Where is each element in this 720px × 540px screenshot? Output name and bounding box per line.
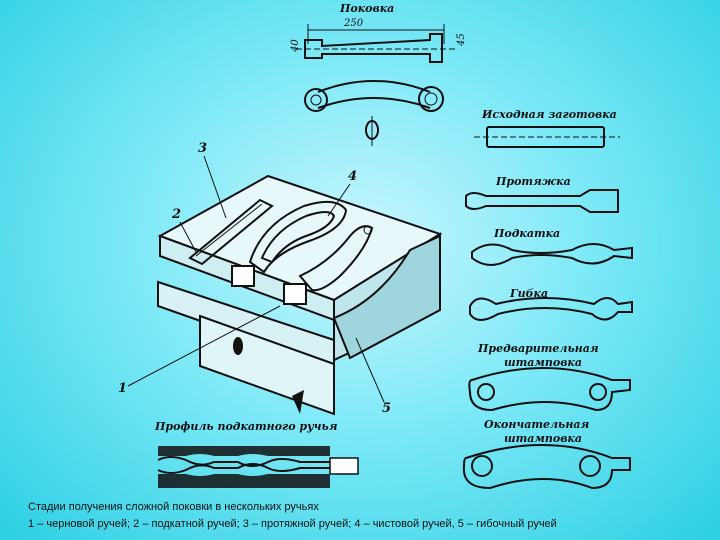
profile-upper-hatch [158,446,330,456]
stage-rolling-label: Подкатка [493,227,560,240]
profile-lower-hatch [158,474,330,488]
groove-dot [363,225,373,235]
stages-column: Исходная заготовка Протяжка Подкатка Гиб… [462,108,633,490]
die-key-hole [233,337,243,355]
groove-finish-outer [248,200,348,274]
callouts: 3 2 4 1 5 [118,141,391,416]
cutout-2 [283,283,307,305]
callout-5: 5 [382,401,391,416]
stage-prelim-shape [468,367,631,412]
stage-final-label-2: штамповка [504,432,582,445]
callout-1: 1 [118,381,127,396]
leader-3 [203,155,227,219]
profile-lower-curve [157,463,330,474]
groove-finish-inner [260,211,336,264]
die-shank [199,314,335,416]
stage-bending-label: Гибка [509,287,548,300]
stage-prelim-label-2: штамповка [504,356,582,369]
dim-small-label: 40 [290,39,301,53]
stage-prelim-label-1: Предварительная [477,342,599,355]
stage-drawing-label: Протяжка [495,175,571,188]
final-hole-left [471,455,493,477]
forging-arch-top [317,80,431,93]
caption-title: Стадии получения сложной поковки в неско… [28,501,319,513]
final-hole-right [579,455,601,477]
leader-1 [127,305,281,387]
callout-3: 3 [198,141,207,156]
profile-upper-curve [157,456,330,467]
forging-eye-left [304,88,328,112]
callout-4: 4 [348,169,357,184]
cutout-1 [231,265,255,287]
prelim-hole-right [589,383,607,401]
profile-end-block [329,457,359,475]
stage-final-label-1: Окончательная [484,418,589,431]
forging-drawing: Поковка 250 40 45 [290,2,467,146]
dim-length-label: 250 [343,18,364,29]
forging-eye-right [418,86,444,112]
forging-label: Поковка [339,2,394,15]
profile-drawing: Профиль подкатного ручья [154,420,359,488]
forging-arch-bottom [317,97,431,109]
stage-initial-label: Исходная заготовка [481,108,617,121]
groove-drawing-line [195,203,263,257]
die-wedge [292,390,304,414]
leader-5 [355,337,385,403]
forging-hole-right [424,92,438,106]
forging-hole-left [310,94,322,106]
die-block [157,174,443,416]
stage-rolling-shape [471,243,633,266]
prelim-hole-left [477,383,495,401]
stage-drawing-shape [465,189,619,213]
stage-bending-shape [469,297,633,321]
bending-recess [332,234,441,360]
dim-large-label: 45 [456,33,467,47]
stage-final-shape [462,444,631,490]
forging-side-view [304,33,443,63]
profile-label: Профиль подкатного ручья [154,420,338,433]
leader-4 [327,183,351,217]
callout-2: 2 [171,207,181,222]
caption-legend: 1 – черновой ручей; 2 – подкатной ручей;… [28,518,557,530]
groove-drawing [188,198,274,266]
leader-2 [179,221,197,253]
